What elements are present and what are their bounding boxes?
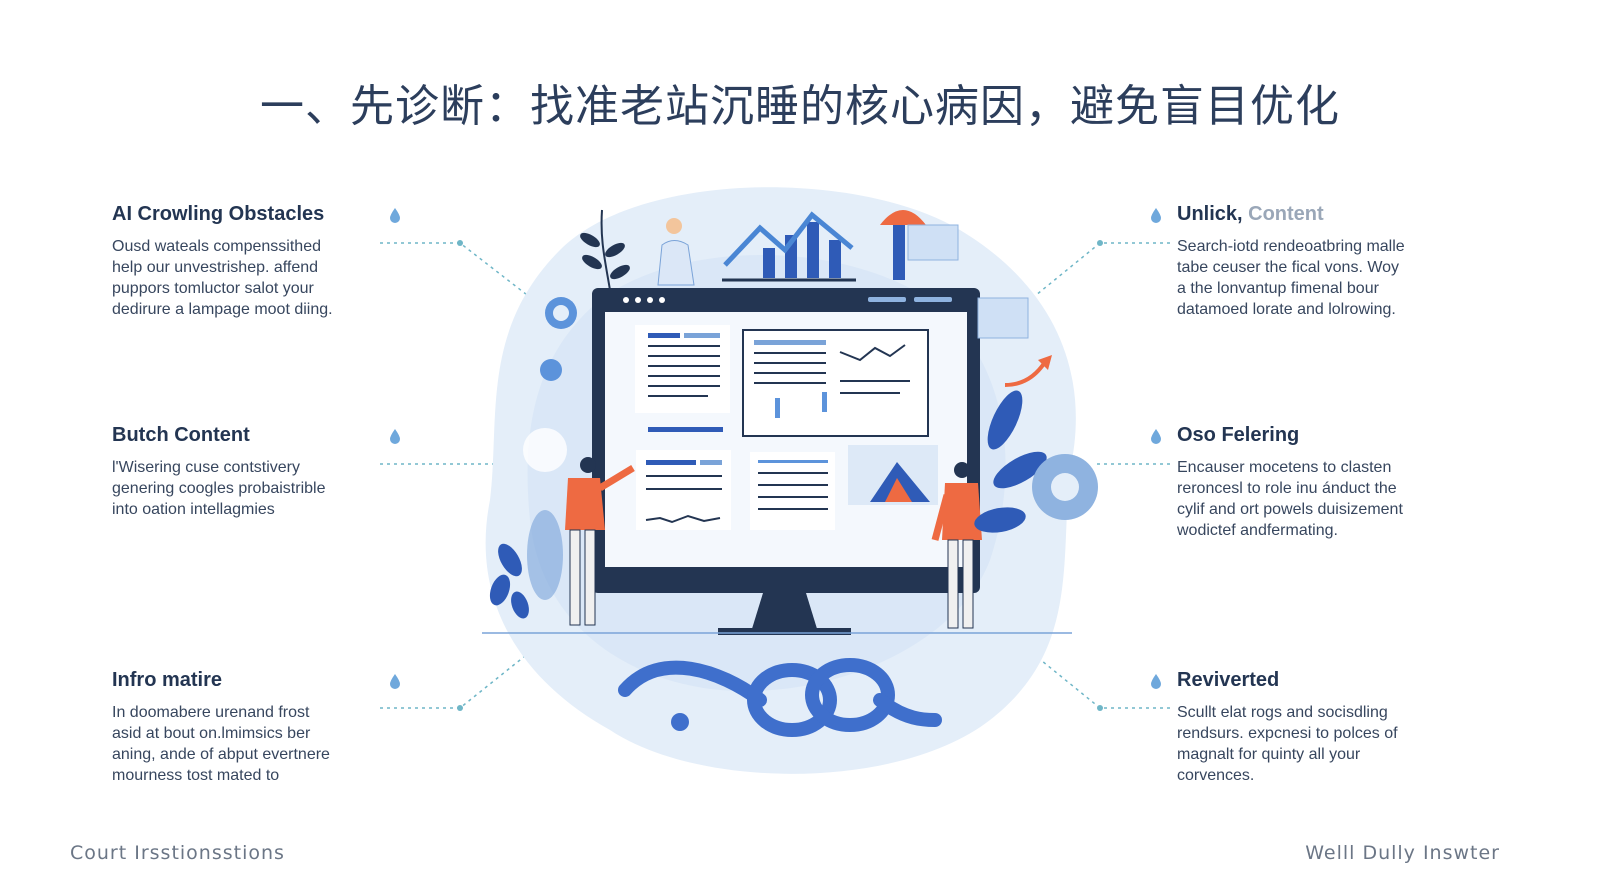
chain-link-icon (618, 658, 942, 737)
lamp-icon (880, 210, 959, 280)
left-block-2: Butch Content l'Wisering cuse contstiver… (112, 424, 412, 520)
block-body: l'Wisering cuse contstivery genering coo… (112, 459, 326, 518)
block-body: Encauser mocetens to clasten reroncesl t… (1177, 459, 1403, 539)
connector-line (380, 242, 541, 306)
droplet-icon (390, 674, 400, 689)
connector-dots (457, 240, 1103, 711)
droplet-icons (390, 208, 1161, 689)
trend-arrow-icon (977, 297, 1052, 387)
block-body: Search-iotd rendeoatbring malle tabe ceu… (1177, 238, 1405, 318)
gear-icon (1032, 454, 1098, 520)
left-block-1: AI Crowling Obstacles Ousd wateals compe… (112, 203, 412, 320)
block-heading-main: Unlick, (1177, 203, 1243, 225)
droplet-icon (1151, 429, 1161, 444)
block-heading-muted: Content (1248, 203, 1324, 225)
droplet-icon (1151, 208, 1161, 223)
right-block-2: Oso Felering Encauser mocetens to claste… (1177, 424, 1477, 541)
person-figure (657, 218, 695, 286)
gear-icon (523, 297, 577, 472)
plant-icon (489, 510, 563, 619)
block-heading: Reviverted (1177, 669, 1280, 691)
leaves-icon (974, 390, 1047, 533)
page-title: 一、先诊断：找准老站沉睡的核心病因，避免盲目优化 (260, 81, 1340, 132)
droplet-icon (1151, 674, 1161, 689)
left-block-3: Infro matire In doomabere urenand frost … (112, 669, 412, 786)
block-body: Scullt elat rogs and socisdling rendsurs… (1177, 704, 1398, 784)
droplet-icon (390, 208, 400, 223)
block-heading: AI Crowling Obstacles (112, 203, 325, 225)
block-body: In doomabere urenand frost asid at bout … (112, 704, 330, 784)
right-block-1: Unlick, Content Search-iotd rendeoatbrin… (1177, 203, 1477, 320)
block-heading: Infro matire (112, 669, 223, 691)
plant-icon (580, 209, 630, 291)
monitor-illustration (592, 288, 980, 635)
presenter-left (565, 457, 635, 626)
right-block-3: Reviverted Scullt elat rogs and socisdli… (1177, 669, 1477, 786)
connector-line (1029, 242, 1170, 301)
footer-right: Welll Dully Inswter (1305, 842, 1500, 864)
droplet-icon (390, 429, 400, 444)
block-heading: Oso Felering (1177, 424, 1300, 446)
block-heading: Butch Content (112, 424, 250, 446)
presenter-right (931, 462, 982, 629)
block-heading: Unlick, Content (1177, 203, 1477, 226)
bar-chart-icon (722, 211, 856, 282)
footer-left: Court Irsstionsstions (70, 842, 285, 864)
block-body: Ousd wateals compenssithed help our unve… (112, 238, 333, 318)
